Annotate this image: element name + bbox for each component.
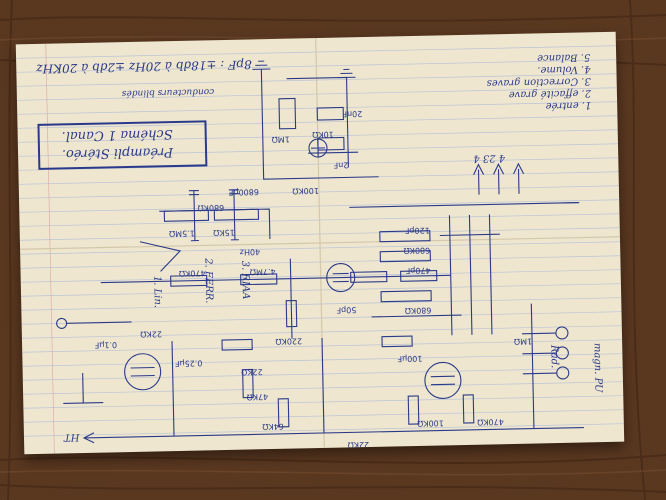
list-item-2: 2. effacité grave [508, 87, 592, 101]
svg-text:4.7MΩ: 4.7MΩ [250, 267, 276, 277]
svg-text:1.5MΩ: 1.5MΩ [169, 229, 195, 239]
title-box: Schéma 1 Canal. Préampli Stéréo. [37, 120, 208, 170]
svg-text:680KΩ: 680KΩ [403, 246, 430, 256]
schematic-paper: 1MΩ 10KΩ 20nF 2nF 100KΩ 6800pF 680KΩ 1.5… [15, 31, 625, 455]
svg-text:40Hz: 40Hz [240, 247, 261, 256]
title-line-1: Schéma 1 Canal. [61, 126, 173, 144]
signature-note: conducteurs blindés [121, 86, 215, 99]
svg-text:100KΩ: 100KΩ [292, 186, 319, 196]
list-item-3: 3. Correction graves [486, 75, 591, 89]
svg-text:680KΩ: 680KΩ [405, 306, 432, 316]
switch-numbers: 4 23 4 [473, 152, 506, 164]
svg-text:22KΩ: 22KΩ [241, 367, 263, 376]
inputs-note-2: 2. FERR. [202, 258, 215, 304]
svg-text:50pF: 50pF [336, 305, 356, 314]
svg-text:470KΩ: 470KΩ [179, 268, 206, 278]
svg-text:0.25μF: 0.25μF [174, 358, 202, 368]
svg-text:0.1μF: 0.1μF [94, 340, 117, 349]
svg-text:100KΩ: 100KΩ [417, 418, 444, 428]
svg-text:10KΩ: 10KΩ [312, 130, 334, 139]
svg-text:47KΩ: 47KΩ [247, 392, 269, 401]
svg-text:2nF: 2nF [333, 160, 348, 169]
svg-text:64KΩ: 64KΩ [262, 422, 284, 431]
inputs-note-1: 1. Lin. [151, 275, 163, 309]
list-item-1: 1. entrée [545, 99, 592, 112]
list-item-5: 5. Balance [537, 51, 591, 64]
inputs-note-3: 3. RIAA [239, 260, 251, 300]
list-item-4: 4. Volume. [537, 63, 591, 76]
schematic-drawing: 1MΩ 10KΩ 20nF 2nF 100KΩ 6800pF 680KΩ 1.5… [56, 60, 584, 449]
svg-text:20nF: 20nF [342, 109, 362, 118]
svg-text:100μF: 100μF [397, 354, 423, 364]
svg-text:1MΩ: 1MΩ [514, 337, 532, 346]
svg-text:120pF: 120pF [404, 226, 430, 236]
svg-text:15KΩ: 15KΩ [213, 228, 235, 237]
svg-text:470pF: 470pF [405, 266, 431, 276]
svg-text:22KΩ: 22KΩ [140, 329, 162, 338]
radio-label: Rad. [548, 344, 560, 369]
svg-text:470KΩ: 470KΩ [477, 417, 504, 427]
function-list: 1. entrée 2. effacité grave 3. Correctio… [486, 50, 592, 112]
magn-pu-label: magn. PU [591, 342, 604, 393]
svg-text:1MΩ: 1MΩ [272, 135, 290, 144]
svg-text:220KΩ: 220KΩ [275, 336, 302, 346]
ruled-lines [16, 38, 624, 454]
title-line-2: Préampli Stéréo. [61, 144, 174, 162]
svg-text:680KΩ: 680KΩ [198, 203, 225, 213]
svg-text:6800pF: 6800pF [228, 187, 259, 197]
svg-text:22KΩ: 22KΩ [348, 440, 370, 449]
ht-label: HT [63, 431, 80, 443]
